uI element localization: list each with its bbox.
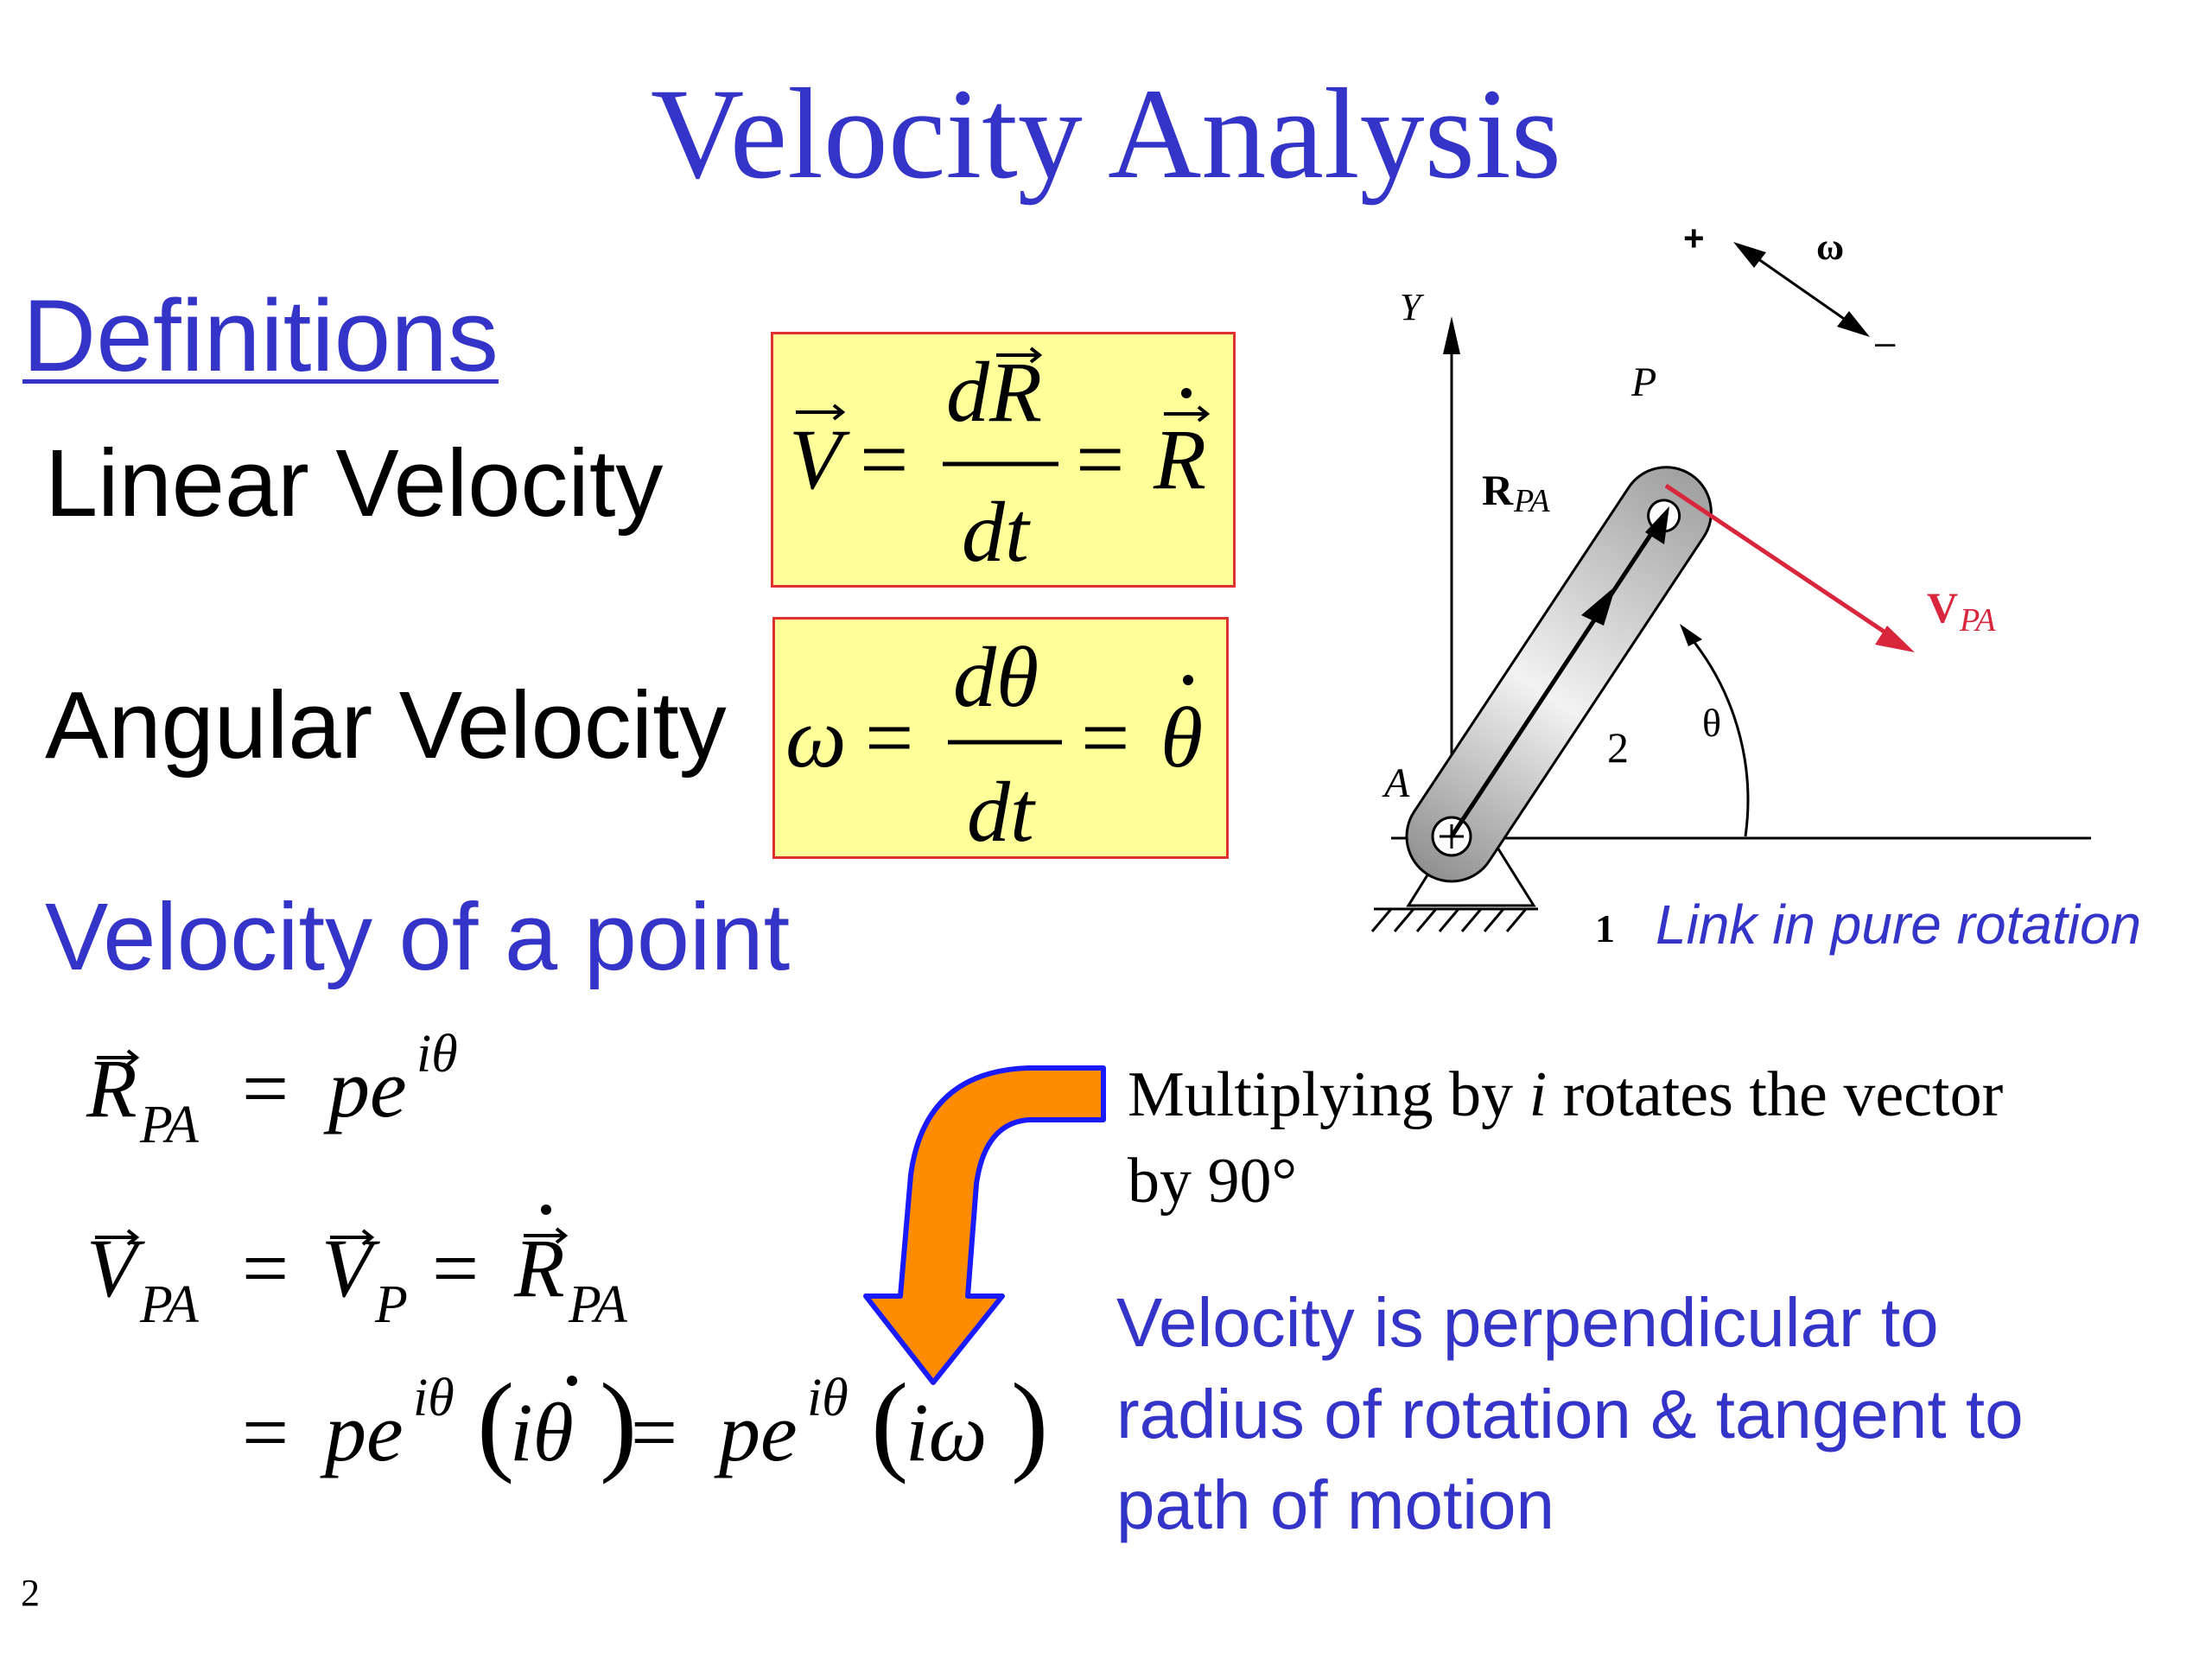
- svg-text:(: (: [871, 1361, 908, 1485]
- svg-text:=: =: [1076, 411, 1124, 507]
- point-velocity-equations: R PA = pe iθ V PA = V P = R PA: [86, 1028, 1048, 1485]
- rpa-label: R: [1482, 466, 1514, 514]
- svg-text:iθ: iθ: [416, 1028, 458, 1084]
- omega-direction-arrow: [1733, 242, 1870, 337]
- omega-label: ω: [1816, 226, 1844, 268]
- svg-text:pe: pe: [714, 1386, 798, 1478]
- slide-title: Velocity Analysis: [650, 62, 1562, 206]
- minus-label: –: [1875, 321, 1896, 362]
- linear-velocity-equation: V = dR dt = R: [789, 344, 1211, 580]
- svg-text:R: R: [1153, 411, 1206, 507]
- svg-text:P: P: [374, 1275, 408, 1334]
- svg-text:dR: dR: [946, 344, 1042, 440]
- diagram-caption: Link in pure rotation: [1656, 893, 2141, 956]
- svg-text:pe: pe: [323, 1042, 407, 1135]
- ground-number-label: 1: [1595, 906, 1615, 950]
- perpendicular-note: Velocity is perpendicular to radius of r…: [1116, 1277, 2205, 1551]
- curved-rotation-arrow: [863, 1065, 1106, 1385]
- vpa-vector: [1664, 483, 1915, 652]
- linear-velocity-label: Linear Velocity: [45, 430, 664, 537]
- plus-label: +: [1683, 218, 1705, 258]
- svg-text:dθ: dθ: [953, 629, 1039, 725]
- linear-velocity-equation-box: V = dR dt = R: [771, 332, 1236, 588]
- svg-text:): ): [600, 1361, 637, 1485]
- vpa-expanded-equation: = pe iθ ( iθ ) = pe iθ ( iω ): [242, 1361, 1048, 1485]
- svg-text:=: =: [865, 690, 913, 785]
- rpa-equation: R PA = pe iθ: [86, 1028, 458, 1154]
- angular-velocity-equation-box: ω = dθ dt = θ: [772, 617, 1229, 860]
- angular-velocity-equation: ω = dθ dt = θ: [785, 629, 1203, 860]
- link-rotation-diagram: + ω – Y θ P A R: [1370, 218, 2141, 956]
- perpendicular-note-line3: path of motion: [1116, 1466, 1554, 1544]
- svg-text:dt: dt: [962, 484, 1031, 580]
- svg-text:V: V: [789, 411, 850, 507]
- point-a-label: A: [1382, 760, 1410, 806]
- svg-text:iθ: iθ: [413, 1369, 454, 1427]
- svg-text:iω: iω: [906, 1386, 987, 1478]
- svg-text:dt: dt: [967, 764, 1036, 856]
- svg-text:=: =: [860, 411, 908, 507]
- vpa-equation: V PA = V P = R PA: [86, 1205, 628, 1334]
- velocity-of-point-heading: Velocity of a point: [45, 884, 791, 990]
- svg-text:=: =: [631, 1386, 677, 1478]
- perpendicular-note-line1: Velocity is perpendicular to: [1116, 1284, 1939, 1361]
- svg-text:): ): [1011, 1361, 1048, 1485]
- svg-text:=: =: [1081, 690, 1129, 785]
- svg-text:PA: PA: [139, 1096, 200, 1154]
- svg-text:θ: θ: [1160, 690, 1203, 785]
- rpa-vector: [1449, 506, 1669, 838]
- page-number: 2: [21, 1572, 40, 1614]
- definitions-heading: Definitions: [22, 279, 499, 393]
- svg-text:iθ: iθ: [807, 1369, 849, 1427]
- perpendicular-note-line2: radius of rotation & tangent to: [1116, 1375, 2024, 1452]
- rpa-subscript: PA: [1513, 483, 1550, 519]
- svg-text:PA: PA: [568, 1275, 628, 1334]
- theta-label: θ: [1702, 701, 1721, 745]
- angular-velocity-label: Angular Velocity: [45, 672, 727, 779]
- svg-text:(: (: [477, 1361, 514, 1485]
- vpa-subscript: PA: [1959, 602, 1996, 639]
- y-axis-label: Y: [1400, 286, 1425, 328]
- svg-text:=: =: [242, 1222, 289, 1314]
- svg-text:=: =: [432, 1222, 479, 1314]
- svg-text:PA: PA: [139, 1275, 200, 1334]
- svg-text:iθ: iθ: [510, 1386, 574, 1478]
- svg-text:ω: ω: [785, 690, 847, 785]
- vpa-label: V: [1927, 583, 1958, 632]
- svg-text:pe: pe: [320, 1386, 404, 1478]
- link-number-label: 2: [1607, 723, 1629, 772]
- theta-arc: [1683, 630, 1750, 837]
- rotation-note-line1: Multiplying by i rotates the vector: [1128, 1059, 2004, 1130]
- point-p-label: P: [1630, 359, 1656, 405]
- svg-text:=: =: [242, 1042, 289, 1135]
- rotation-note-line2: by 90°: [1128, 1145, 1298, 1217]
- svg-text:=: =: [242, 1386, 289, 1478]
- rotation-note: Multiplying by i rotates the vector by 9…: [1128, 1052, 2208, 1225]
